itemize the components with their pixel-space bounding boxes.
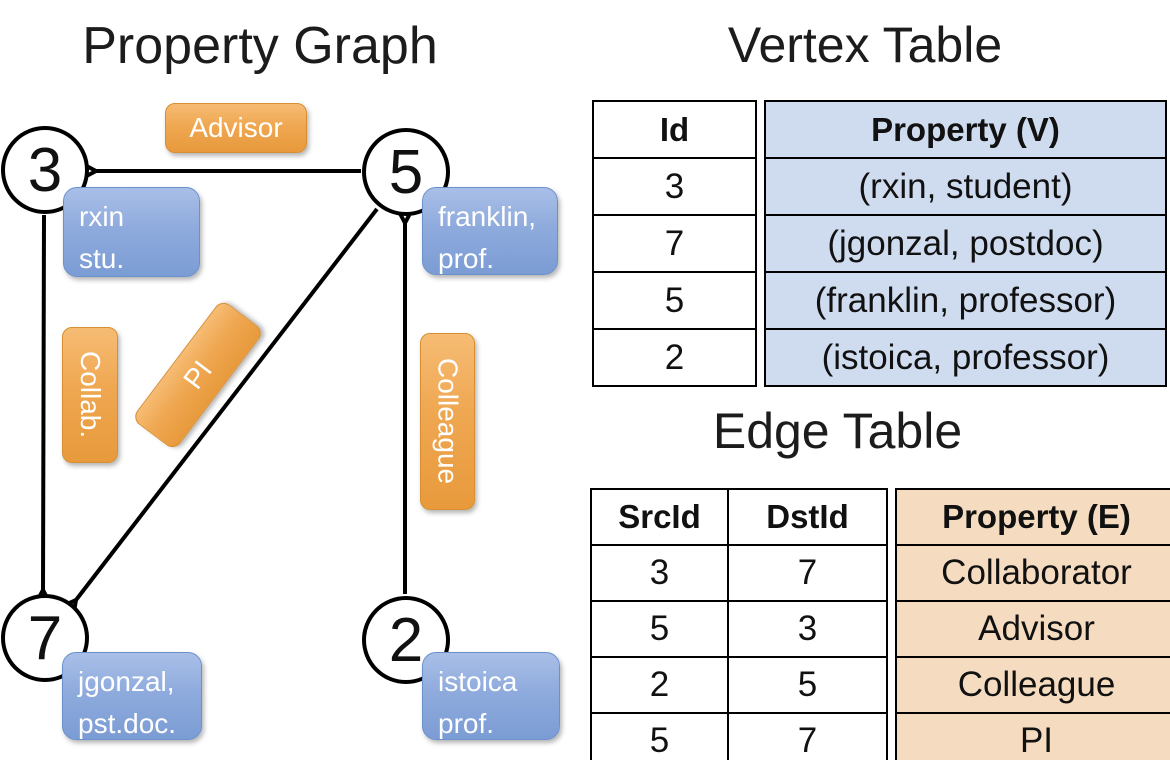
table-cell: (istoica, professor) <box>764 328 1167 387</box>
vertex-table-property-header: Property (V) <box>764 100 1167 159</box>
table-cell: 7 <box>727 544 888 602</box>
edge-arrow-3-to-7 <box>43 214 44 590</box>
vertex-callout-line: prof. <box>438 708 495 739</box>
table-cell: 2 <box>592 328 757 387</box>
table-cell: (franklin, professor) <box>764 271 1167 330</box>
node-id-label: 7 <box>27 603 63 673</box>
vertex-table-id-header: Id <box>592 100 757 159</box>
edge-arrow-5-to-7 <box>76 207 379 600</box>
table-cell: Colleague <box>895 656 1170 714</box>
table-cell: 5 <box>592 271 757 330</box>
table-cell: 3 <box>592 157 757 216</box>
vertex-table: Id 3 7 5 2 Property (V) (rxin, student) … <box>592 100 1167 387</box>
table-cell: 5 <box>590 712 729 760</box>
edge-table: SrcId DstId 3 7 5 3 2 5 5 7 Property (E) <box>590 488 1170 760</box>
vertex-callout-line: pst.doc. <box>78 708 177 739</box>
table-cell: 7 <box>727 712 888 760</box>
node-id-label: 5 <box>388 137 424 207</box>
table-cell: 3 <box>590 544 729 602</box>
vertex-callout-rxin: rxin stu. <box>63 187 200 277</box>
edge-table-property-header: Property (E) <box>895 488 1170 546</box>
table-cell: (jgonzal, postdoc) <box>764 214 1167 273</box>
table-cell: PI <box>895 712 1170 760</box>
vertex-callout-line: stu. <box>79 243 125 274</box>
table-cell: 5 <box>727 656 888 714</box>
edge-table-dstid-header: DstId <box>727 488 888 546</box>
edge-table-id-columns: SrcId DstId 3 7 5 3 2 5 5 7 <box>590 488 888 760</box>
edge-label-colleague: Colleague <box>420 333 475 510</box>
vertex-callout-line: prof. <box>438 243 495 274</box>
vertex-table-id-column: Id 3 7 5 2 <box>592 100 757 387</box>
table-column-gap <box>888 488 895 760</box>
table-cell: Collaborator <box>895 544 1170 602</box>
table-cell: 3 <box>727 600 888 658</box>
table-cell: (rxin, student) <box>764 157 1167 216</box>
vertex-callout-franklin: franklin, prof. <box>422 187 558 275</box>
vertex-callout-line: rxin <box>79 201 125 232</box>
vertex-table-title: Vertex Table <box>727 17 1003 73</box>
edge-label-collab: Collab. <box>62 327 118 463</box>
table-cell: Advisor <box>895 600 1170 658</box>
graph-node-2: 2 <box>362 596 450 684</box>
table-cell: 7 <box>592 214 757 273</box>
table-cell: 2 <box>590 656 729 714</box>
edge-table-title: Edge Table <box>712 403 963 459</box>
vertex-callout-jgonzal: jgonzal, pst.doc. <box>62 652 202 740</box>
table-cell: 5 <box>590 600 729 658</box>
vertex-table-property-column: Property (V) (rxin, student) (jgonzal, p… <box>764 100 1167 387</box>
graph-edges-layer <box>0 0 580 760</box>
vertex-callout-line: franklin, <box>438 201 537 232</box>
vertex-callout-line: istoica <box>438 666 518 697</box>
vertex-callout-line: jgonzal, <box>78 666 175 697</box>
table-column-gap <box>757 100 764 387</box>
property-graph-title: Property Graph <box>82 17 438 75</box>
edge-table-property-column: Property (E) Collaborator Advisor Collea… <box>895 488 1170 760</box>
edge-table-srcid-header: SrcId <box>590 488 729 546</box>
node-id-label: 2 <box>388 605 424 675</box>
edge-label-advisor: Advisor <box>165 103 307 153</box>
node-id-label: 3 <box>27 135 63 205</box>
vertex-callout-istoica: istoica prof. <box>422 652 560 740</box>
